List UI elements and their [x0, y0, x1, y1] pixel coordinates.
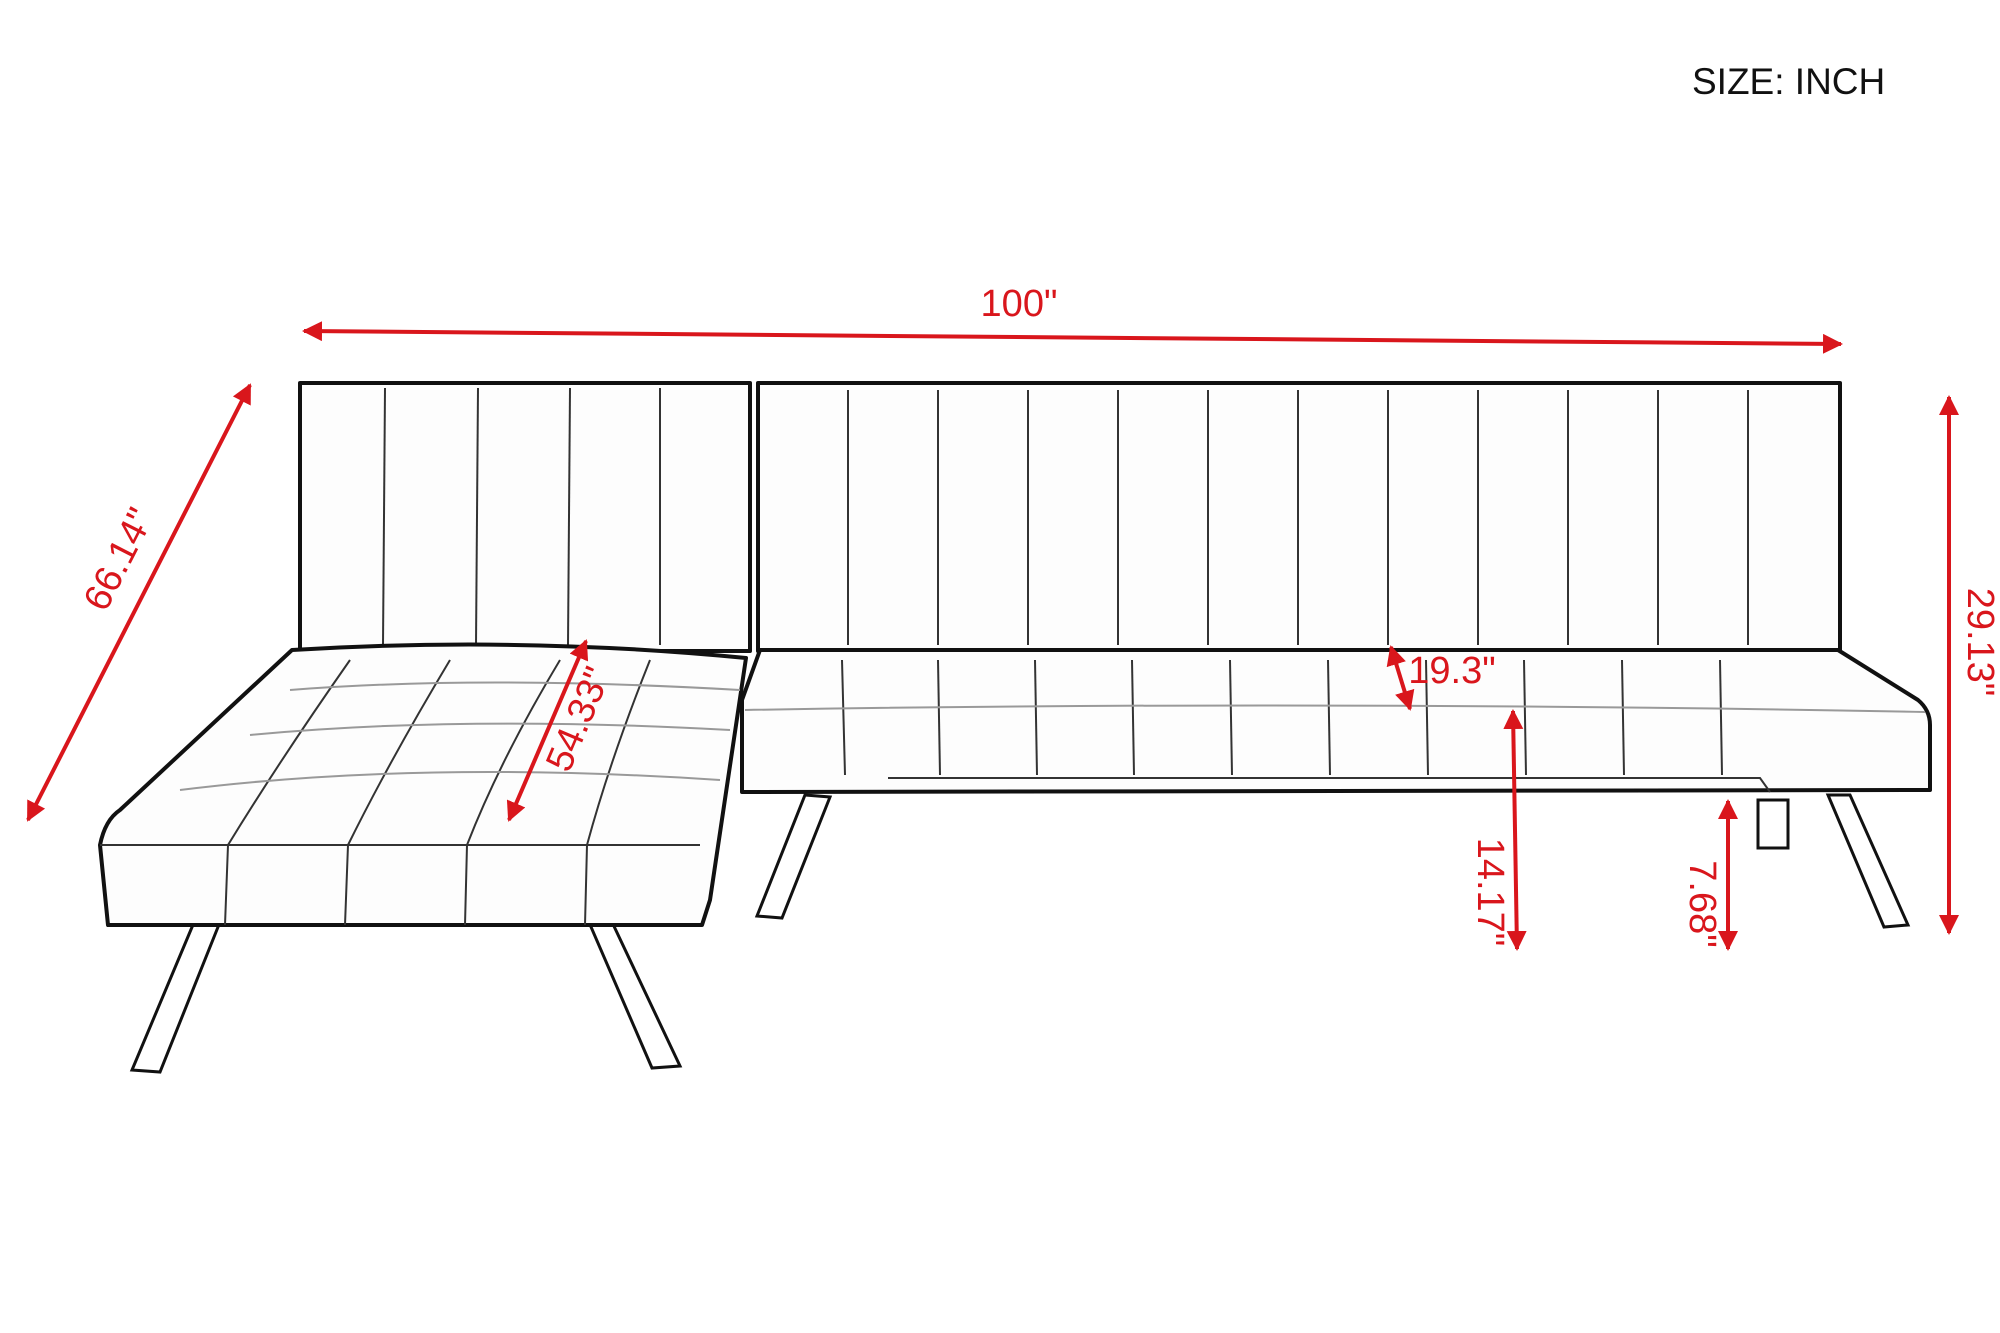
- chaise-back-seams: [382, 387, 661, 646]
- height-label: 29.13": [1959, 588, 2000, 697]
- sofa-leg-right: [1825, 793, 1911, 929]
- sofa-seat-tuft-line: [744, 704, 1926, 713]
- chaise-seat: [98, 642, 748, 927]
- sofa-section: [740, 381, 1932, 929]
- chaise-legs: [129, 918, 683, 1074]
- unit-label: SIZE: INCH: [1692, 61, 1885, 102]
- sofa-back-seams: [847, 390, 1749, 645]
- width-arrow: [302, 321, 1843, 354]
- sofa-legs: [754, 793, 1911, 929]
- sofa-seat-rail: [888, 777, 1771, 793]
- width-label: 100": [981, 283, 1058, 325]
- chaise-seat-depth-arrow: [506, 639, 589, 822]
- seat-height-label: 14.17": [1469, 838, 1511, 947]
- clearance-label: 7.68": [1681, 860, 1723, 947]
- dimension-annotations: 100" 66.14" 54.33" 19.3" 14.17" 7.68" 29…: [26, 283, 2000, 951]
- sofa-leg-left: [754, 793, 833, 920]
- chaise-depth-arrow: [26, 383, 252, 822]
- chaise-depth-label: 66.14": [76, 502, 163, 618]
- sofa-leg-center: [1756, 798, 1790, 850]
- chaise-backrest: [298, 381, 752, 653]
- seat-depth-arrow: [1386, 645, 1415, 711]
- seat-depth-label: 19.3": [1408, 650, 1495, 692]
- sofa-seat: [740, 648, 1932, 794]
- seat-height-arrow: [1503, 709, 1527, 951]
- chaise-leg-left: [129, 918, 223, 1074]
- chaise-leg-right: [585, 918, 683, 1070]
